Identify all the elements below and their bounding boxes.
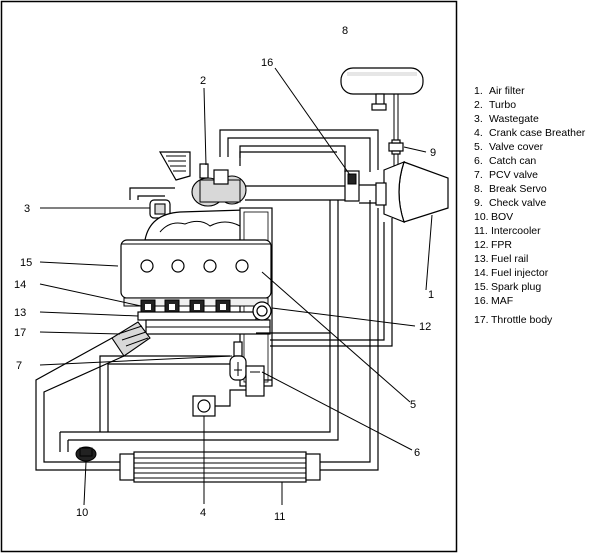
legend-num-7: 7. bbox=[474, 169, 483, 181]
legend-text-6: Catch can bbox=[489, 155, 536, 167]
legend-num-5: 5. bbox=[474, 141, 483, 153]
legend-num-2: 2. bbox=[474, 99, 483, 111]
callout-11: 11 bbox=[274, 511, 285, 523]
legend-num-14: 14. bbox=[474, 267, 489, 279]
legend-text-4: Crank case Breather bbox=[489, 127, 586, 139]
legend-text-7: PCV valve bbox=[489, 169, 538, 181]
legend-text-17: Throttle body bbox=[491, 314, 553, 326]
callout-7: 7 bbox=[16, 360, 22, 372]
fuel-pressure-regulator bbox=[252, 301, 272, 321]
callout-8: 8 bbox=[342, 25, 348, 37]
callout-16: 16 bbox=[261, 57, 273, 69]
brake-servo bbox=[340, 67, 424, 111]
wastegate bbox=[129, 187, 175, 219]
check-valve bbox=[388, 139, 404, 155]
legend-num-15: 15. bbox=[474, 281, 489, 293]
diagram-frame bbox=[0, 0, 458, 553]
callout-2: 2 bbox=[200, 75, 206, 87]
throttle-body bbox=[111, 321, 151, 357]
legend-text-16: MAF bbox=[491, 295, 513, 307]
engine-block bbox=[120, 207, 273, 387]
turbo bbox=[158, 151, 247, 207]
intercooler bbox=[119, 451, 321, 483]
callout-15: 15 bbox=[20, 257, 32, 269]
legend-text-9: Check valve bbox=[489, 197, 546, 209]
legend-num-12: 12. bbox=[474, 239, 489, 251]
legend-text-1: Air filter bbox=[489, 85, 525, 97]
legend-num-1: 1. bbox=[474, 85, 483, 97]
legend-text-11: Intercooler bbox=[491, 225, 541, 237]
legend-num-17: 17. bbox=[474, 314, 489, 326]
legend-text-8: Break Servo bbox=[489, 183, 547, 195]
legend-text-14: Fuel injector bbox=[491, 267, 549, 279]
callout-13: 13 bbox=[14, 307, 26, 319]
callout-9: 9 bbox=[430, 147, 436, 159]
leader-lines bbox=[39, 67, 433, 506]
callout-6: 6 bbox=[414, 447, 420, 459]
crank-case-breather bbox=[192, 395, 216, 417]
air-filter bbox=[375, 160, 449, 224]
legend-num-9: 9. bbox=[474, 197, 483, 209]
maf-sensor bbox=[344, 170, 360, 202]
legend-text-3: Wastegate bbox=[489, 113, 539, 125]
callout-5: 5 bbox=[410, 399, 416, 411]
legend-text-15: Spark plug bbox=[491, 281, 541, 293]
legend-num-6: 6. bbox=[474, 155, 483, 167]
catch-can bbox=[245, 365, 265, 397]
legend-text-10: BOV bbox=[491, 211, 513, 223]
callout-12: 12 bbox=[419, 321, 431, 333]
blow-off-valve bbox=[75, 446, 97, 462]
legend-num-16: 16. bbox=[474, 295, 489, 307]
callout-4: 4 bbox=[200, 507, 206, 519]
callout-numbers: 2 8 16 9 3 15 14 13 17 7 1 12 5 6 10 4 1… bbox=[14, 25, 436, 523]
callout-1: 1 bbox=[428, 289, 434, 301]
callout-10: 10 bbox=[76, 507, 88, 519]
legend-text-5: Valve cover bbox=[489, 141, 544, 153]
legend-text-2: Turbo bbox=[489, 99, 516, 111]
legend-num-10: 10. bbox=[474, 211, 489, 223]
legend-num-11: 11. bbox=[474, 225, 488, 237]
legend-text-13: Fuel rail bbox=[491, 253, 528, 265]
callout-3: 3 bbox=[24, 203, 30, 215]
legend: 1. Air filter 2. Turbo 3. Wastegate 4. C… bbox=[474, 85, 586, 326]
callout-17: 17 bbox=[14, 327, 26, 339]
callout-14: 14 bbox=[14, 279, 26, 291]
legend-num-13: 13. bbox=[474, 253, 489, 265]
legend-num-8: 8. bbox=[474, 183, 483, 195]
legend-num-4: 4. bbox=[474, 127, 483, 139]
legend-num-3: 3. bbox=[474, 113, 483, 125]
legend-text-12: FPR bbox=[491, 239, 512, 251]
